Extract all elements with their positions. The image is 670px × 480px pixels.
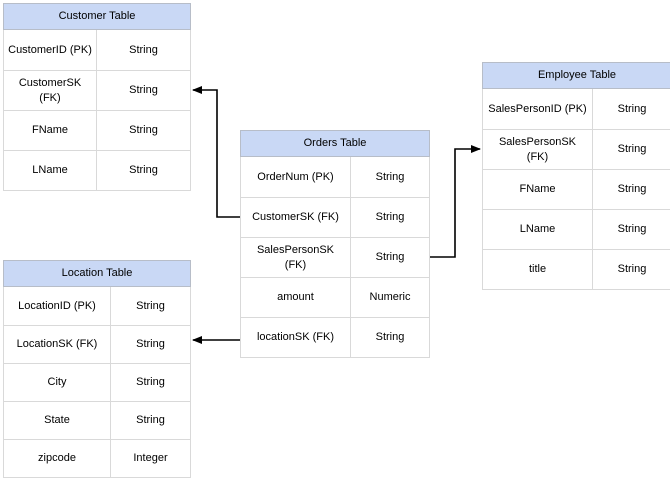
field-type: String (129, 124, 158, 137)
customer-table-title: Customer Table (3, 3, 191, 30)
table-row: FName String (4, 110, 190, 150)
connector-orders-to-customer (192, 86, 240, 218)
field-type: String (375, 331, 405, 344)
field-type: String (136, 338, 165, 351)
field-type: String (136, 299, 165, 312)
connector-orders-to-employee (430, 145, 481, 258)
field-type: String (617, 143, 647, 156)
field-name: LName (4, 151, 97, 190)
table-row: locationSK (FK) String (241, 317, 429, 357)
field-name: LocationID (PK) (4, 287, 111, 325)
table-row: LocationID (PK) String (4, 287, 190, 325)
field-name: FName (483, 170, 593, 209)
field-type: String (136, 414, 165, 427)
field-type: String (375, 170, 405, 183)
field-type: String (617, 263, 647, 276)
field-name: title (483, 250, 593, 289)
field-type: String (129, 164, 158, 177)
table-row: OrderNum (PK) String (241, 157, 429, 197)
field-type: Integer (133, 452, 168, 465)
field-name: LName (483, 210, 593, 249)
table-row: CustomerID (PK) String (4, 30, 190, 70)
table-row: CustomerSK (FK) String (4, 70, 190, 110)
table-row: FName String (483, 169, 670, 209)
field-name: CustomerID (PK) (4, 30, 97, 70)
field-name: CustomerSK (FK) (241, 198, 351, 237)
field-name: State (4, 402, 111, 439)
field-type: String (617, 102, 647, 115)
table-row: LName String (483, 209, 670, 249)
field-type: String (617, 223, 647, 236)
field-name: SalesPersonID (PK) (483, 89, 593, 129)
field-type: String (136, 376, 165, 389)
field-type: String (375, 211, 405, 224)
table-row: SalesPersonSK (FK) String (241, 237, 429, 277)
table-row: SalesPersonID (PK) String (483, 89, 670, 129)
field-name: SalesPersonSK (FK) (483, 130, 593, 169)
field-name: zipcode (4, 440, 111, 477)
field-type: Numeric (369, 291, 411, 304)
field-name: amount (241, 278, 351, 317)
table-row: SalesPersonSK (FK) String (483, 129, 670, 169)
location-table-title: Location Table (3, 260, 191, 287)
table-row: zipcode Integer (4, 439, 190, 477)
field-name: FName (4, 111, 97, 150)
field-name: OrderNum (PK) (241, 157, 351, 197)
orders-table-title: Orders Table (240, 130, 430, 157)
field-name: SalesPersonSK (FK) (241, 238, 351, 277)
table-row: amount Numeric (241, 277, 429, 317)
table-row: LName String (4, 150, 190, 190)
field-name: locationSK (FK) (241, 318, 351, 357)
field-name: CustomerSK (FK) (4, 71, 97, 110)
table-row: CustomerSK (FK) String (241, 197, 429, 237)
field-type: String (375, 251, 405, 264)
table-row: City String (4, 363, 190, 401)
field-type: String (129, 84, 158, 97)
table-row: title String (483, 249, 670, 289)
field-name: City (4, 364, 111, 401)
table-row: State String (4, 401, 190, 439)
field-type: String (617, 183, 647, 196)
field-name: LocationSK (FK) (4, 326, 111, 363)
field-type: String (129, 43, 158, 56)
employee-table-title: Employee Table (482, 62, 670, 89)
table-row: LocationSK (FK) String (4, 325, 190, 363)
